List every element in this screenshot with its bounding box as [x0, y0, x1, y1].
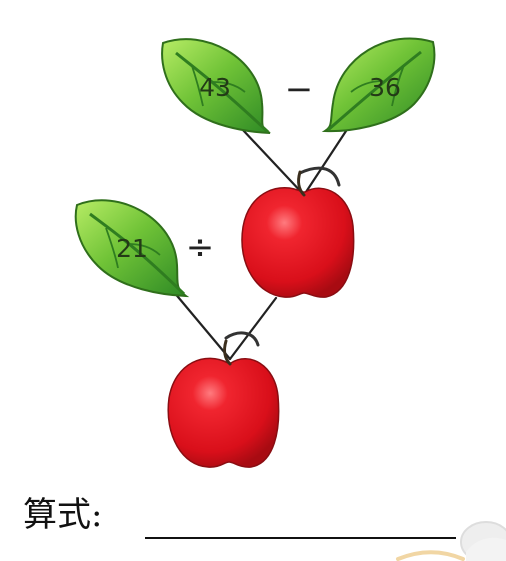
top-right-number: 36 — [369, 73, 401, 102]
corner-decoration — [396, 521, 506, 561]
apple-middle — [241, 166, 355, 298]
left-branch-line — [166, 283, 232, 361]
leaf-top-left: 43 — [161, 38, 271, 134]
left-number: 21 — [116, 234, 148, 263]
leaf-top-right: 36 — [321, 37, 436, 133]
top-left-branch-line — [240, 127, 306, 197]
top-right-branch-line — [302, 126, 350, 197]
connector-lines — [166, 126, 350, 361]
leaf-left: 21 — [74, 199, 190, 298]
formula-label: 算式: — [23, 495, 102, 535]
apple-bottom — [167, 331, 280, 468]
middle-operator: ÷ — [186, 228, 215, 268]
top-left-number: 43 — [199, 73, 231, 102]
middle-to-bottom-branch-line — [228, 296, 278, 361]
top-operator: − — [285, 70, 314, 110]
